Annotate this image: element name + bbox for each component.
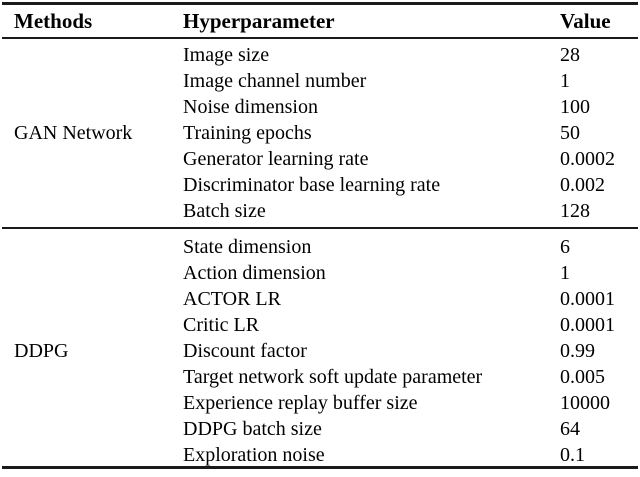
value-cell: 0.0001	[560, 314, 615, 336]
table-row: Action dimension 1	[0, 260, 640, 286]
value-cell: 1	[560, 70, 570, 92]
value-cell: 0.005	[560, 366, 605, 388]
hyperparameter-cell: DDPG batch size	[183, 418, 322, 440]
table-row: Batch size 128	[0, 198, 640, 224]
table-row: Discriminator base learning rate 0.002	[0, 172, 640, 198]
value-cell: 10000	[560, 392, 610, 414]
table-header-row: Methods Hyperparameter Value	[0, 7, 640, 36]
table-row: Discount factor 0.99	[0, 338, 640, 364]
hyperparameter-cell: Generator learning rate	[183, 148, 369, 170]
group-label-ddpg: DDPG	[14, 340, 69, 362]
table-group-separator-rule	[2, 227, 638, 229]
hyperparameter-cell: Discount factor	[183, 340, 307, 362]
column-header-methods: Methods	[14, 9, 93, 33]
table-row: State dimension 6	[0, 234, 640, 260]
table-top-rule	[2, 2, 638, 5]
table-row: Image channel number 1	[0, 68, 640, 94]
value-cell: 0.99	[560, 340, 595, 362]
column-header-hyperparameter: Hyperparameter	[183, 9, 335, 33]
value-cell: 0.1	[560, 444, 585, 466]
column-header-value: Value	[560, 9, 611, 33]
table-header-rule	[2, 37, 638, 39]
hyperparameter-cell: Action dimension	[183, 262, 326, 284]
table-row: Image size 28	[0, 42, 640, 68]
table-row: Critic LR 0.0001	[0, 312, 640, 338]
hyperparameter-cell: Training epochs	[183, 122, 312, 144]
hyperparameter-cell: Noise dimension	[183, 96, 318, 118]
hyperparameter-cell: Batch size	[183, 200, 266, 222]
value-cell: 1	[560, 262, 570, 284]
hyperparameter-cell: State dimension	[183, 236, 312, 258]
table-row: Noise dimension 100	[0, 94, 640, 120]
table-bottom-rule	[2, 466, 638, 469]
table-row: ACTOR LR 0.0001	[0, 286, 640, 312]
table-row: Training epochs 50	[0, 120, 640, 146]
group-label-gan-network: GAN Network	[14, 122, 133, 144]
table-row: DDPG batch size 64	[0, 416, 640, 442]
value-cell: 50	[560, 122, 580, 144]
value-cell: 28	[560, 44, 580, 66]
value-cell: 0.002	[560, 174, 605, 196]
hyperparameter-cell: Critic LR	[183, 314, 260, 336]
hyperparameter-cell: Image size	[183, 44, 270, 66]
value-cell: 100	[560, 96, 590, 118]
table-row: Generator learning rate 0.0002	[0, 146, 640, 172]
table-row: Experience replay buffer size 10000	[0, 390, 640, 416]
hyperparameter-cell: Image channel number	[183, 70, 367, 92]
hyperparameter-cell: ACTOR LR	[183, 288, 281, 310]
hyperparameter-cell: Exploration noise	[183, 444, 325, 466]
value-cell: 6	[560, 236, 570, 258]
table-row: Exploration noise 0.1	[0, 442, 640, 468]
hyperparameter-cell: Experience replay buffer size	[183, 392, 418, 414]
hyperparameter-cell: Target network soft update parameter	[183, 366, 483, 388]
hyperparameter-cell: Discriminator base learning rate	[183, 174, 441, 196]
value-cell: 0.0001	[560, 288, 615, 310]
value-cell: 0.0002	[560, 148, 615, 170]
value-cell: 128	[560, 200, 590, 222]
table-row: Target network soft update parameter 0.0…	[0, 364, 640, 390]
value-cell: 64	[560, 418, 580, 440]
